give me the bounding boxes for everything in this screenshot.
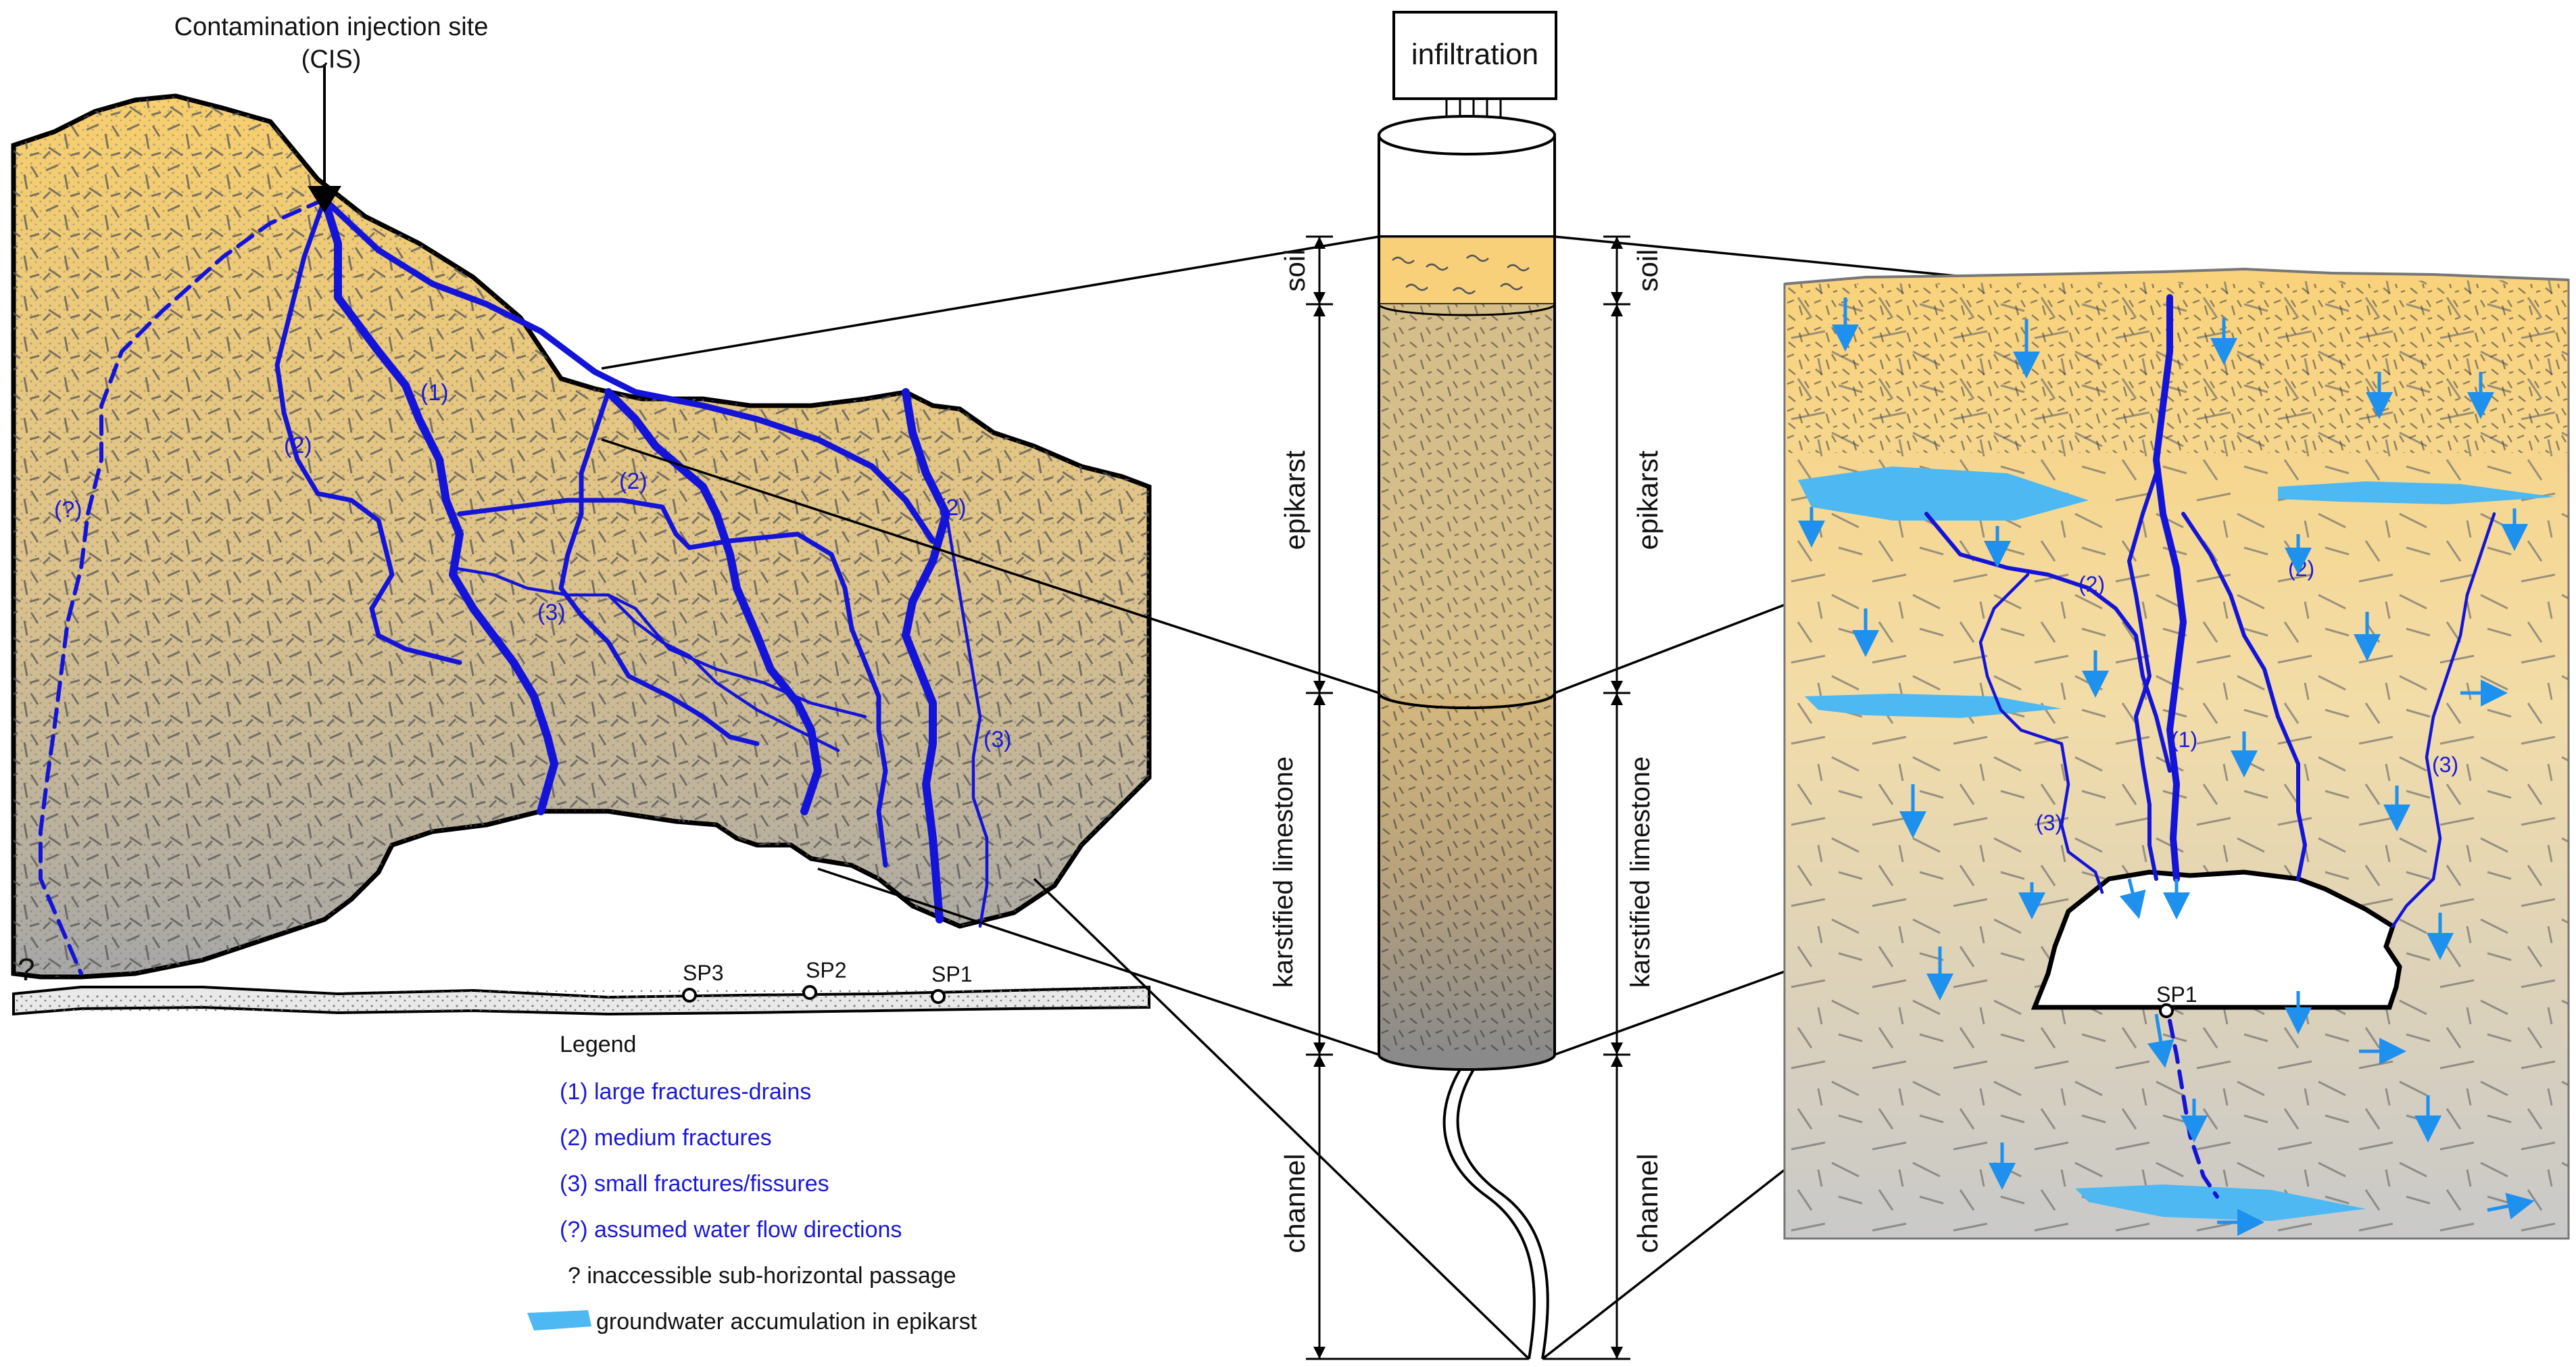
col-right-soil: soil (1632, 249, 1663, 291)
fracture-label-3a: (3) (537, 600, 566, 625)
fracture-label-2c: (2) (938, 495, 967, 521)
cis-title: Contamination injection site (174, 13, 489, 41)
spring-sp1-label: SP1 (931, 962, 972, 986)
col-right-epikarst: epikarst (1632, 450, 1663, 550)
legend-item-assumed-flow: (?) assumed water flow directions (560, 1217, 902, 1243)
spring-sp2-marker (804, 986, 816, 999)
right-fracture-label-2b: (2) (2288, 556, 2314, 581)
legend-item-inaccessible-passage: ? inaccessible sub-horizontal passage (568, 1263, 956, 1289)
left-section: Contamination injection site (CIS) (1) (… (14, 13, 1149, 1014)
soil-column: infiltration (1269, 12, 1663, 1359)
right-fracture-label-2a: (2) (2079, 572, 2105, 596)
right-fracture-label-3b: (3) (2432, 752, 2458, 777)
fracture-label-3b: (3) (983, 727, 1012, 752)
legend-item-small-fractures: (3) small fractures/fissures (560, 1171, 829, 1197)
fracture-label-2a: (2) (284, 433, 312, 458)
spring-sp3-marker (683, 989, 696, 1001)
cis-abbr: (CIS) (301, 45, 362, 74)
col-right-limestone: karstified limestone (1626, 757, 1655, 988)
legend: Legend (1) large fractures-drains (2) me… (527, 1032, 977, 1335)
spring-sp1-marker (932, 990, 944, 1003)
fracture-label-2b: (2) (619, 469, 648, 494)
column-top (1379, 116, 1555, 154)
passage-unknown-mark: ? (18, 952, 35, 987)
right-detail-panel: SP1 (1) (2) (2) (3) (3) (1784, 269, 2569, 1239)
legend-title: Legend (560, 1032, 636, 1057)
col-right-channel: channel (1632, 1153, 1663, 1253)
column-soil-layer (1379, 237, 1555, 304)
col-left-epikarst: epikarst (1279, 450, 1311, 550)
legend-item-large-fractures: (1) large fractures-drains (560, 1079, 811, 1105)
right-fracture-label-3a: (3) (2036, 811, 2062, 835)
right-fracture-label-1: (1) (2171, 727, 2197, 752)
col-left-channel: channel (1279, 1153, 1311, 1253)
col-left-soil: soil (1279, 249, 1311, 291)
channel-tube (1444, 1070, 1548, 1359)
legend-water-swatch (527, 1310, 591, 1330)
spring-sp2-label: SP2 (806, 958, 846, 982)
legend-item-groundwater: groundwater accumulation in epikarst (596, 1309, 977, 1335)
fracture-label-q: (?) (54, 497, 82, 523)
spring-sp1-detail-label: SP1 (2156, 982, 2197, 1007)
legend-item-medium-fractures: (2) medium fractures (560, 1125, 772, 1151)
infiltration-label: infiltration (1411, 38, 1538, 71)
col-left-limestone: karstified limestone (1269, 757, 1298, 988)
fracture-label-1: (1) (420, 380, 449, 406)
spring-sp3-label: SP3 (683, 961, 723, 985)
